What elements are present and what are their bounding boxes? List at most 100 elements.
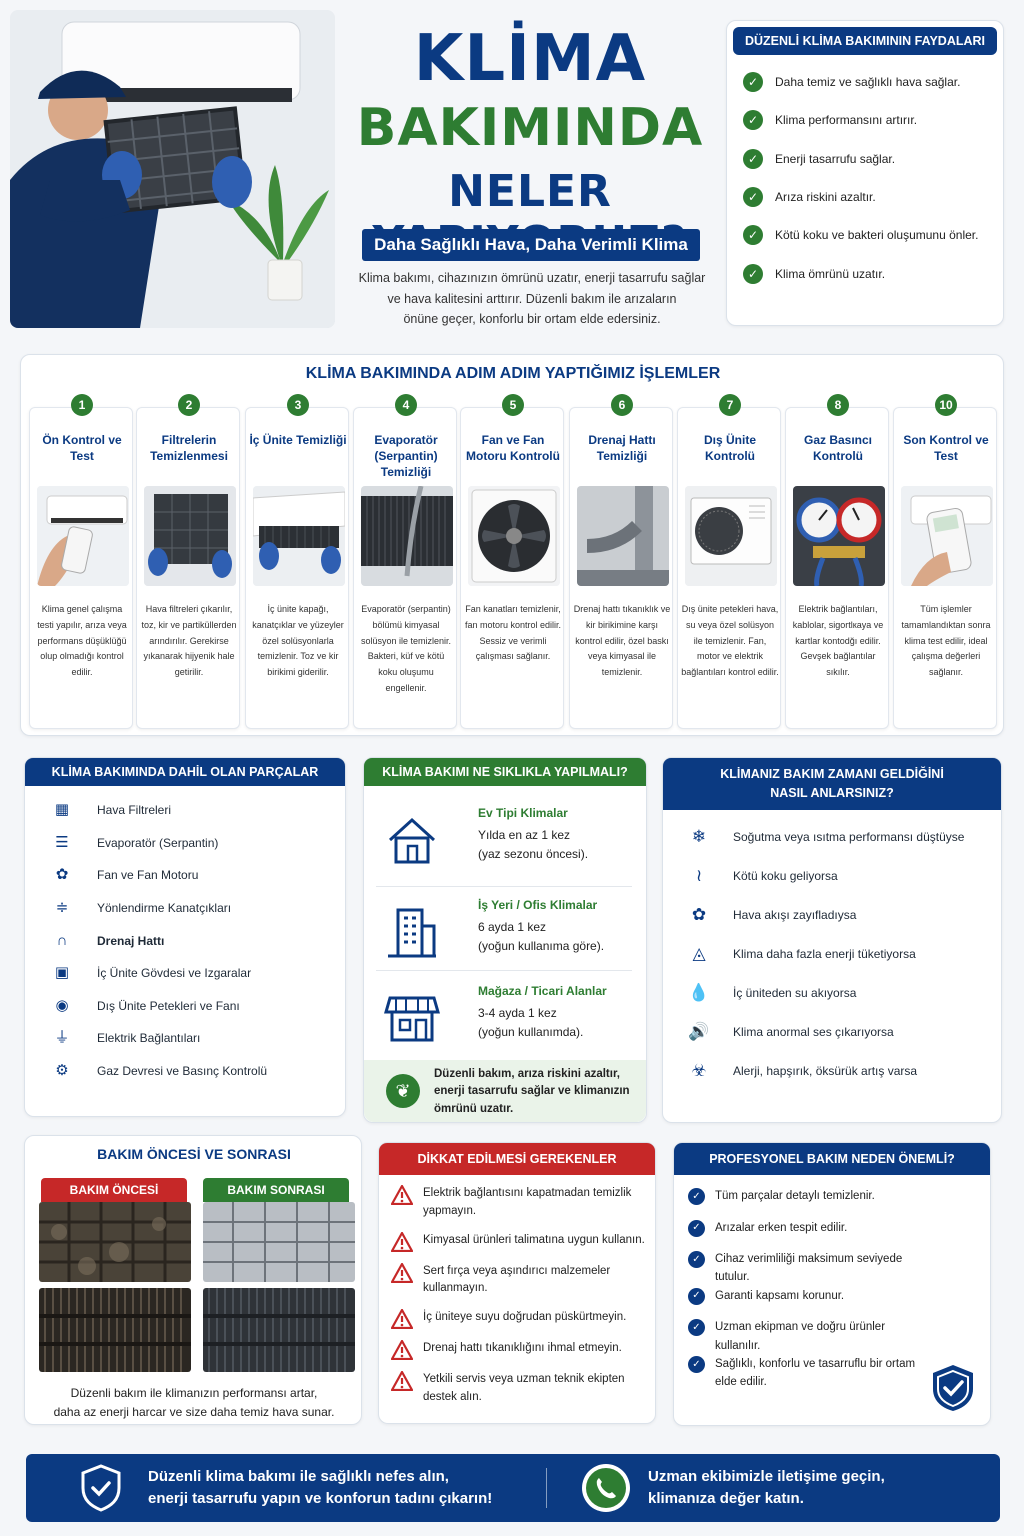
check-icon: ✓	[688, 1219, 705, 1237]
step-number: 10	[935, 394, 957, 416]
hero-intro-line: önüne geçer, konforlu bir ortam elde ede…	[403, 312, 661, 327]
part-label: Gaz Devresi ve Basınç Kontrolü	[97, 1064, 268, 1079]
sign-label: Klima anormal ses çıkarıyorsa	[733, 1025, 894, 1039]
benefit-text: Klima performansını artırır.	[775, 113, 918, 128]
frequency-note-text: Düzenli bakım, arıza riskini azaltır, en…	[434, 1068, 630, 1115]
step-number: 5	[502, 394, 524, 416]
step-image	[37, 486, 129, 586]
benefit-item: ✓Klima performansını artırır.	[743, 101, 1003, 139]
divider	[376, 886, 632, 887]
warning-icon	[391, 1309, 413, 1330]
benefit-item: ✓Kötü koku ve bakteri oluşumunu önler.	[743, 216, 1003, 254]
step-description: Hava filtreleri çıkarılır, toz, kir ve p…	[141, 604, 237, 677]
part-label: Evaporatör (Serpantin)	[97, 835, 219, 850]
benefit-item: ✓ Enerji tasarrufu sağlar.	[743, 140, 1003, 178]
sign-item: 💧İç üniteden su akıyorsa	[663, 974, 1001, 1013]
pro-list: ✓Tüm parçalar detaylı temizlenir.✓Arızal…	[674, 1175, 924, 1392]
step-image	[468, 486, 560, 586]
phone-icon[interactable]	[582, 1464, 630, 1512]
plug-icon: ⏚	[54, 1029, 70, 1047]
part-label: Hava Filtreleri	[97, 803, 172, 818]
step-title: Fan ve Fan Motoru Kontrolü	[466, 433, 560, 464]
part-item: ☰Evaporatör (Serpantin)	[25, 827, 345, 860]
water-drop-icon: 💧	[688, 983, 710, 1002]
frequency-item-title: İş Yeri / Ofis Klimalar	[478, 898, 598, 912]
pro-text: Arızalar erken tespit edilir.	[715, 1221, 848, 1234]
sign-item: ☣Alerji, hapşırık, öksürük artış varsa	[663, 1052, 1001, 1091]
check-icon: ✓	[743, 225, 763, 246]
sign-label: Soğutma veya ısıtma performansı düştüyse	[733, 830, 965, 844]
benefit-item: ✓Daha temiz ve sağlıklı hava sağlar.	[743, 63, 1003, 101]
frequency-item-desc: Yılda en az 1 kez(yaz sezonu öncesi).	[478, 826, 638, 864]
caption-line: Düzenli bakım ile klimanızın performansı…	[70, 1386, 318, 1400]
caution-list: Elektrik bağlantısını kapatmadan temizli…	[379, 1175, 655, 1407]
step-title: Son Kontrol ve Test	[903, 433, 989, 464]
caution-item: İç üniteye suyu doğrudan püskürtmeyin.	[379, 1309, 655, 1330]
step-image	[901, 486, 993, 586]
step-number: 1	[71, 394, 93, 416]
hero-title-line-1: KLİMA	[413, 22, 647, 96]
part-item: ◉Dış Ünite Petekleri ve Fanı	[25, 990, 345, 1023]
pro-item: ✓Cihaz verimliliği maksimum seviyede tut…	[674, 1250, 924, 1287]
frequency-line: (yoğun kullanımda).	[478, 1025, 584, 1040]
before-label: BAKIM ÖNCESİ	[41, 1178, 187, 1202]
step-image	[144, 486, 236, 586]
pro-text: Garanti kapsamı korunur.	[715, 1289, 845, 1302]
step-title: Drenaj Hattı Temizliği	[588, 433, 656, 464]
pro-item: ✓Uzman ekipman ve doğru ürünler kullanıl…	[674, 1318, 924, 1355]
footer-left-text: Düzenli klima bakımı ile sağlıklı nefes …	[148, 1466, 492, 1510]
sign-item: 🔊 Klima anormal ses çıkarıyorsa	[663, 1013, 1001, 1052]
pro-item: ✓Garanti kapsamı korunur.	[674, 1287, 924, 1319]
check-icon: ✓	[743, 148, 763, 169]
pro-item: ✓ Arızalar erken tespit edilir.	[674, 1219, 924, 1251]
step-description: Dış ünite petekleri hava, su veya özel s…	[681, 604, 779, 677]
indoor-body-icon: ▣	[54, 964, 70, 982]
step-description: Tüm işlemler tamamlandıktan sonra klima …	[901, 604, 991, 677]
step-title: İç Ünite Temizliği	[249, 433, 347, 447]
step-description: Fan kanatları temizlenir, fan motoru kon…	[464, 604, 562, 662]
after-filter-image	[203, 1202, 355, 1282]
parts-title: KLİMA BAKIMINDA DAHİL OLAN PARÇALAR	[25, 758, 345, 786]
benefit-text: Klima ömrünü uzatır.	[775, 266, 886, 281]
allergy-icon: ☣	[691, 1061, 707, 1080]
signs-list: ❄Soğutma veya ısıtma performansı düştüys…	[663, 810, 1001, 1091]
caution-item: Elektrik bağlantısını kapatmadan temizli…	[379, 1185, 655, 1221]
odor-icon: ≀	[695, 866, 703, 885]
benefit-text: Arıza riskini azaltır.	[775, 190, 876, 205]
sign-item: ✿Hava akışı zayıfladıysa	[663, 896, 1001, 935]
caution-item: Yetkili servis veya uzman teknik ekipten…	[379, 1371, 655, 1407]
divider	[376, 970, 632, 971]
step-title: Filtrelerin Temizlenmesi	[150, 433, 228, 464]
step-description: Elektrik bağlantıları, kablolar, sigortl…	[792, 604, 884, 677]
office-building-icon	[388, 908, 436, 958]
step-number: 2	[178, 394, 200, 416]
frequency-title: KLİMA BAKIMI NE SIKLIKLA YAPILMALI?	[364, 758, 646, 786]
before-after-caption: Düzenli bakım ile klimanızın performansı…	[25, 1384, 363, 1422]
step-image	[793, 486, 885, 586]
after-label: BAKIM SONRASI	[203, 1178, 349, 1202]
frequency-line: 3-4 ayda 1 kez	[478, 1006, 557, 1020]
part-label: İç Ünite Gövdesi ve Izgaralar	[97, 966, 252, 981]
speaker-icon: 🔊	[688, 1022, 710, 1041]
energy-drop-icon: ◬	[692, 944, 706, 963]
frequency-item-title: Mağaza / Ticari Alanlar	[478, 984, 607, 998]
sign-item: ≀Kötü koku geliyorsa	[663, 857, 1001, 896]
signs-card: KLİMANIZ BAKIM ZAMANI GELDİĞİNİ NASIL AN…	[662, 757, 1002, 1123]
warning-icon	[391, 1371, 413, 1392]
shield-check-icon	[933, 1365, 973, 1411]
frequency-card: KLİMA BAKIMI NE SIKLIKLA YAPILMALI? Ev T…	[363, 757, 647, 1123]
part-item: ▣ İç Ünite Gövdesi ve Izgaralar	[25, 957, 345, 990]
drain-pipe-icon: ∩	[56, 931, 68, 949]
frequency-item-office: İş Yeri / Ofis Klimalar 6 ayda 1 kez(yoğ…	[376, 894, 638, 976]
frequency-item-home: Ev Tipi Klimalar Yılda en az 1 kez(yaz s…	[376, 802, 638, 884]
signs-title: KLİMANIZ BAKIM ZAMANI GELDİĞİNİ NASIL AN…	[663, 758, 1001, 810]
check-icon: ✓	[688, 1251, 705, 1268]
steps-section: KLİMA BAKIMINDA ADIM ADIM YAPTIĞIMIZ İŞL…	[20, 354, 1004, 736]
frequency-item-store: Mağaza / Ticari Alanlar 3-4 ayda 1 kez (y…	[376, 980, 638, 1062]
frequency-item-desc: 3-4 ayda 1 kez (yoğun kullanımda).	[478, 1004, 638, 1042]
step-number: 8	[827, 394, 849, 416]
louver-icon: ≑	[55, 899, 69, 917]
part-item: ✿Fan ve Fan Motoru	[25, 859, 345, 892]
benefit-text: Enerji tasarrufu sağlar.	[775, 151, 896, 166]
